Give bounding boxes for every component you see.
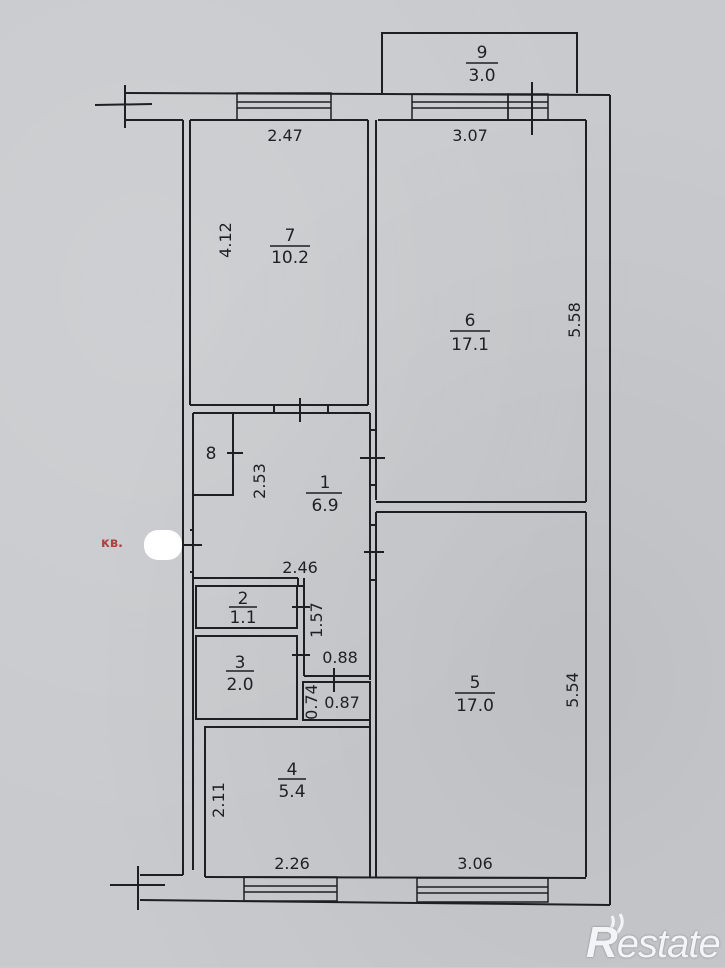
- room-7: [190, 120, 377, 500]
- watermark-logo: Restate: [586, 918, 721, 968]
- room-6-label: 6 17.1: [450, 311, 490, 355]
- room-area: 3.0: [468, 66, 495, 86]
- dimension-label: 5.58: [565, 302, 584, 338]
- window-room4: [243, 876, 338, 902]
- wall-6-5: [376, 501, 586, 513]
- room-3-label: 3 2.0: [226, 653, 254, 695]
- dimension-label: 5.54: [563, 672, 582, 708]
- top-wall: [94, 85, 611, 875]
- room-area: 2.0: [226, 675, 253, 695]
- room-number: 8: [206, 444, 217, 464]
- room-number: 1: [320, 473, 331, 493]
- room-number: 6: [465, 311, 476, 331]
- passage: [302, 668, 371, 721]
- room-2-label: 2 1.1: [229, 589, 257, 628]
- logo-waves-icon: [606, 913, 624, 936]
- dimension-label: 0.88: [322, 648, 358, 667]
- room-area: 10.2: [271, 248, 309, 268]
- balcony: [381, 32, 578, 93]
- room-4: [204, 720, 371, 877]
- room-area: 6.9: [311, 496, 338, 516]
- room-area: 17.0: [456, 696, 494, 716]
- dimension-label: 0.74: [302, 684, 321, 720]
- room-2: [195, 585, 310, 629]
- dimension-label: 4.12: [216, 222, 235, 258]
- apartment-label: кв.: [101, 536, 123, 551]
- room-number: 2: [238, 589, 249, 609]
- room-number: 5: [470, 673, 481, 693]
- dimension-label: 2.11: [209, 782, 228, 818]
- dimension-label: 3.07: [452, 126, 488, 145]
- dimension-label: 0.87: [324, 693, 360, 712]
- redacted-apartment-number: [144, 530, 182, 560]
- room-number: 4: [287, 760, 298, 780]
- room-number: 7: [285, 226, 296, 246]
- room-9-label: 9 3.0: [466, 43, 498, 86]
- balcony-door: [507, 82, 549, 135]
- room-5-label: 5 17.0: [455, 673, 495, 716]
- closet-8: [193, 413, 243, 496]
- entrance-door: [183, 529, 202, 573]
- dimension-label: 2.46: [282, 558, 318, 577]
- door-room7: [193, 398, 370, 422]
- logo-letter: R: [586, 918, 618, 967]
- room-area: 5.4: [278, 782, 305, 802]
- window-room5: [416, 877, 549, 903]
- room-8-label: 8: [206, 444, 217, 464]
- window-room6: [411, 93, 509, 121]
- window-room7: [236, 92, 332, 121]
- room-area: 17.1: [451, 335, 489, 355]
- logo-text: estate: [616, 922, 721, 966]
- right-wall: [585, 95, 611, 905]
- room-7-label: 7 10.2: [270, 226, 310, 268]
- bottom-wall: [110, 866, 611, 910]
- dimension-label: 2.47: [267, 126, 303, 145]
- room-number: 3: [235, 653, 246, 673]
- room-1-label: 1 6.9: [306, 473, 342, 516]
- room-3: [195, 635, 310, 720]
- dimension-label: 3.06: [457, 854, 493, 873]
- dimension-label: 2.26: [274, 854, 310, 873]
- room-number: 9: [477, 43, 488, 63]
- dimension-label: 1.57: [307, 602, 326, 638]
- dimension-label: 2.53: [250, 463, 269, 499]
- room-area: 1.1: [229, 608, 256, 628]
- room-1-right-wall: [360, 413, 385, 877]
- room-4-label: 4 5.4: [278, 760, 306, 802]
- left-wall: [189, 120, 194, 870]
